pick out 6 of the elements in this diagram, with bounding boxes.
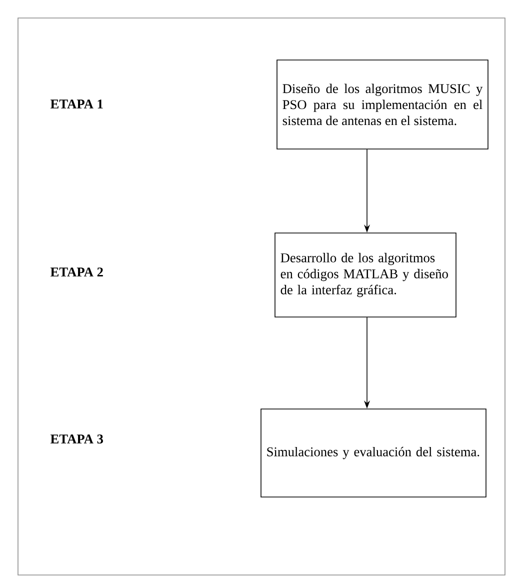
stage-label: ETAPA 1 bbox=[50, 100, 103, 108]
process-box: Simulaciones y evaluación del sistema. bbox=[260, 408, 486, 498]
process-box: Desarrollo de los algoritmos en códigos MATLAB y diseño de la interfaz gráfica. bbox=[274, 232, 456, 318]
stage-label: ETAPA 3 bbox=[50, 434, 103, 444]
process-box: Diseño de los algoritmos MUSIC y PSO para su implementación en el sistema de antenas en el sistema. bbox=[276, 60, 488, 150]
stage-label: ETAPA 2 bbox=[50, 268, 103, 276]
